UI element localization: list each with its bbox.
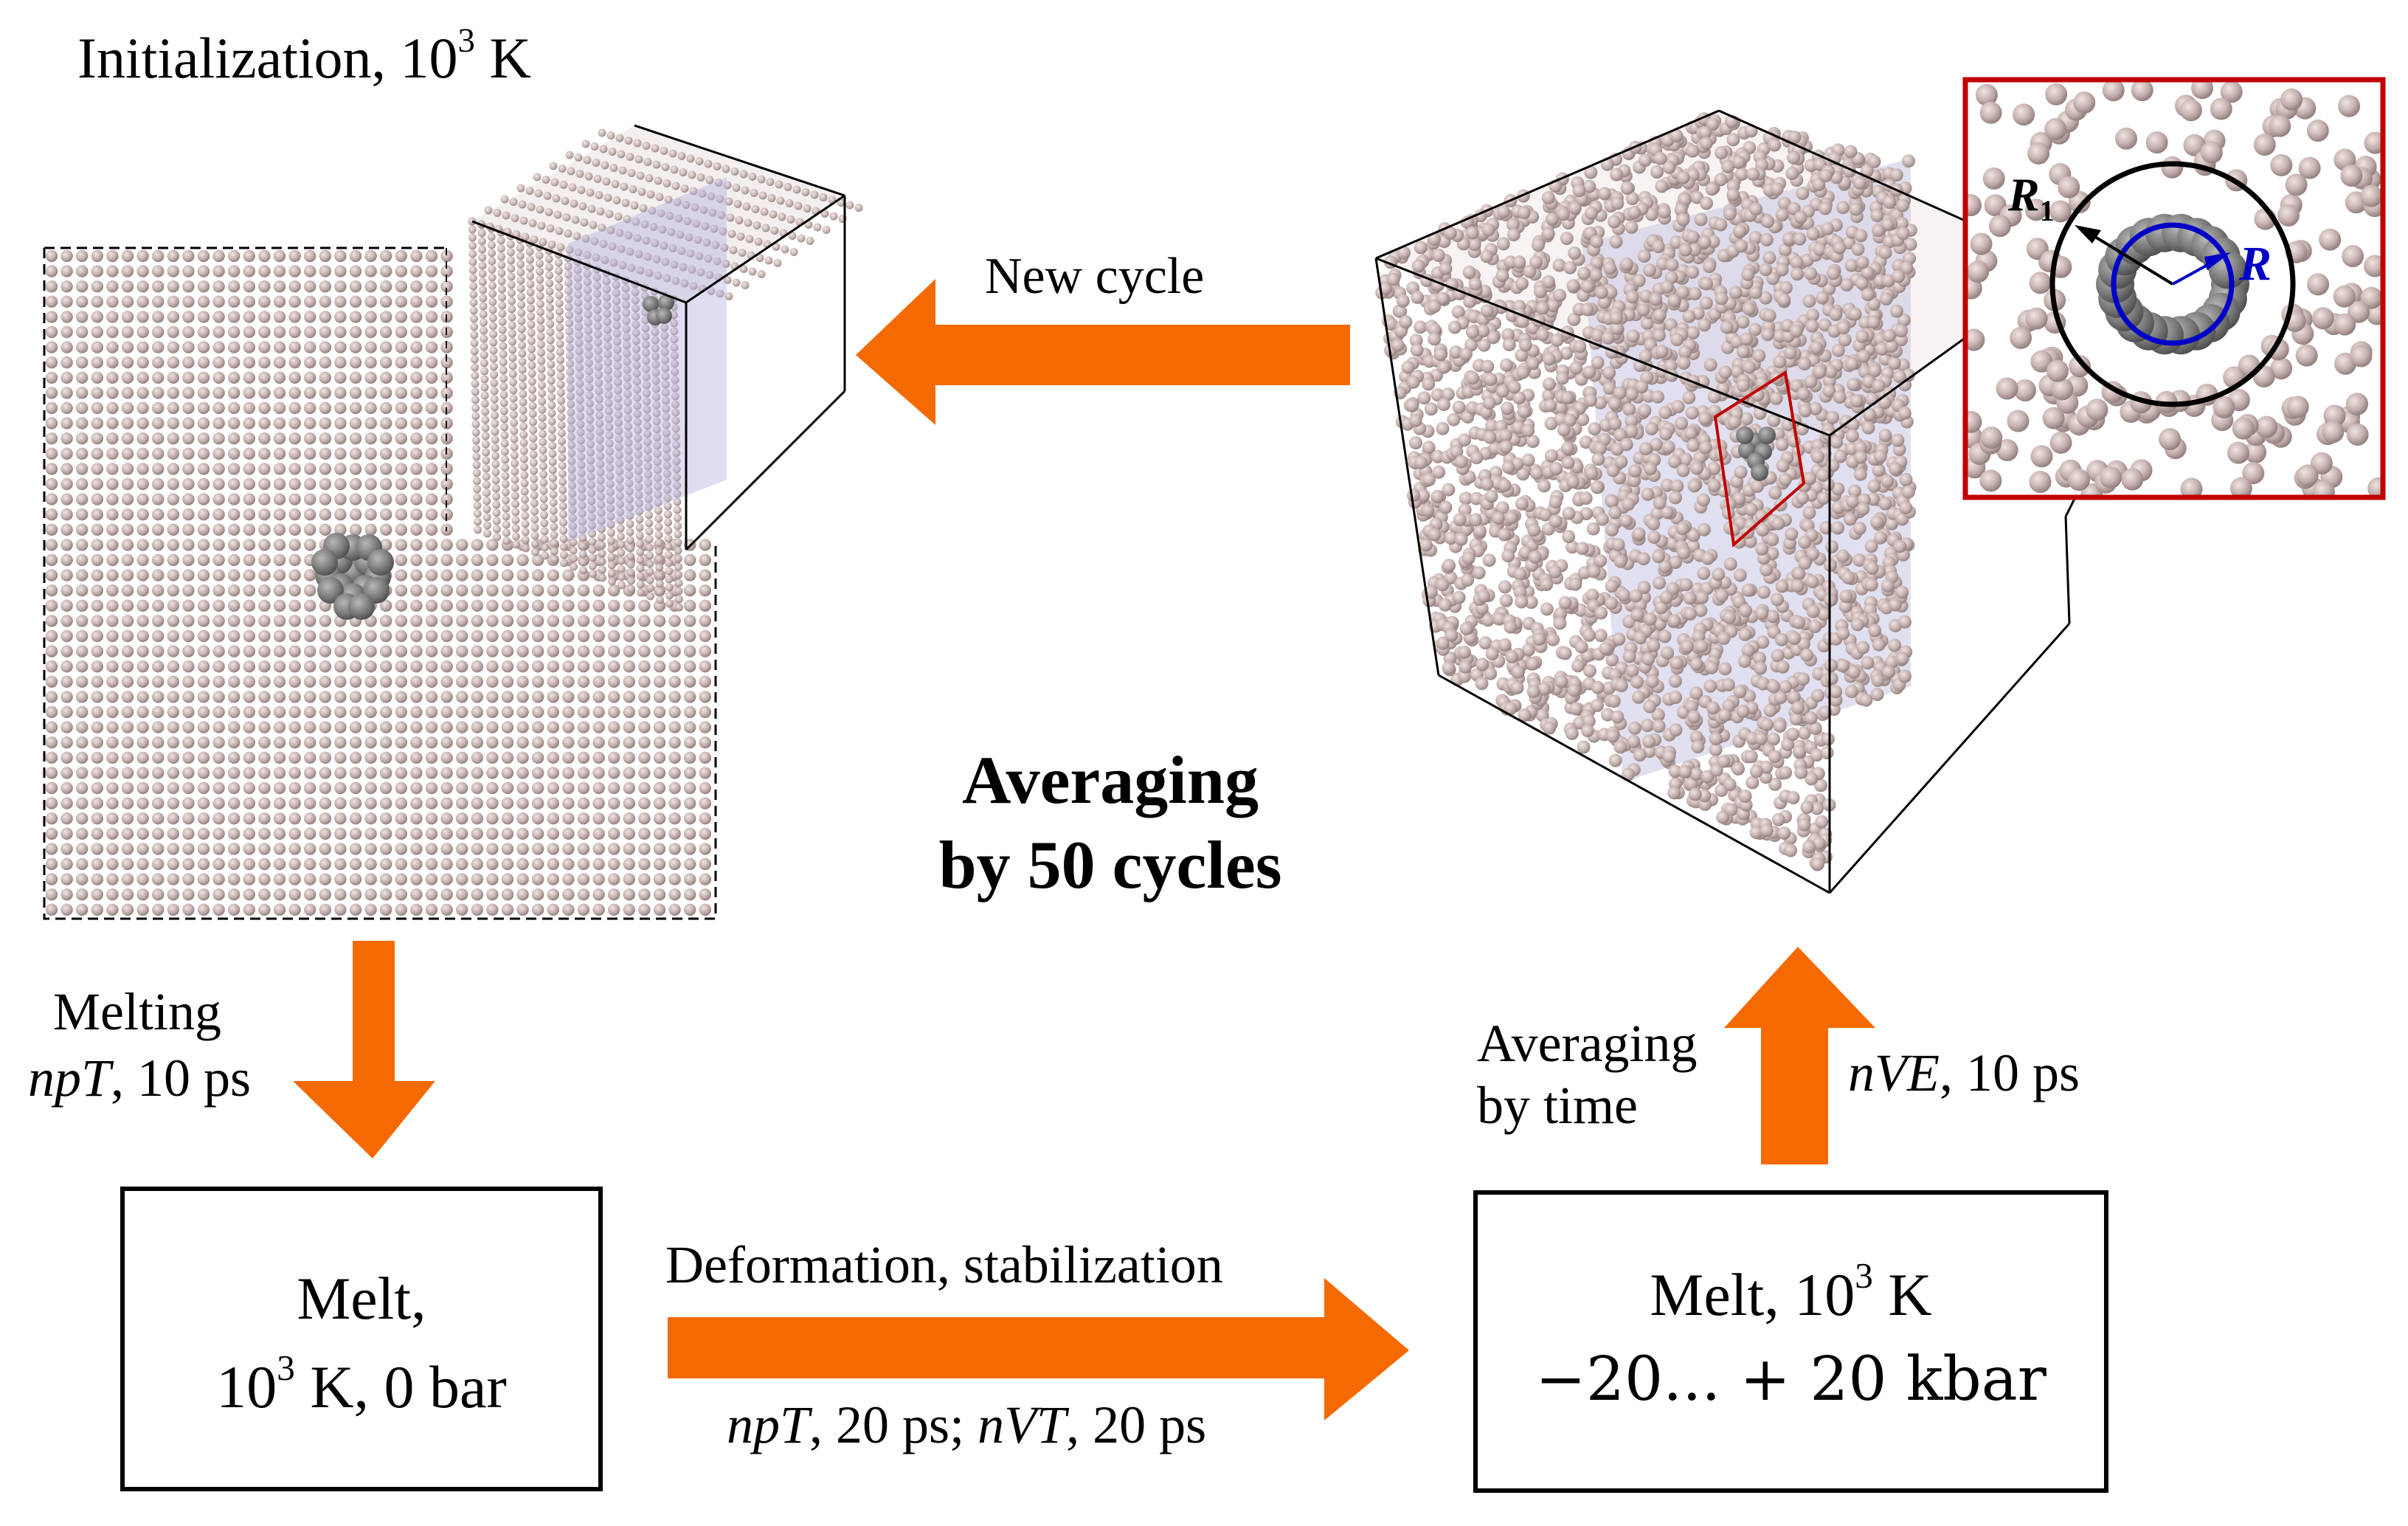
melting-title: Melting bbox=[53, 982, 221, 1041]
nve-conditions: nVE, 10 ps bbox=[1848, 1043, 2080, 1102]
initial-lattice bbox=[43, 246, 717, 920]
r1-label: R1 bbox=[2008, 168, 2055, 227]
final-cube-3d bbox=[1374, 109, 2086, 894]
averaging-cycles-label: Averaging by 50 cycles bbox=[885, 738, 1335, 908]
melt-final-box: Melt, 103 K −20... + 20 kbar bbox=[1473, 1190, 2108, 1493]
deformation-conditions: npT, 20 ps; nVT, 20 ps bbox=[727, 1395, 1207, 1454]
avg-time-line2: by time bbox=[1477, 1076, 1638, 1135]
averaging-cycles-line2: by 50 cycles bbox=[938, 827, 1282, 902]
radius-inset bbox=[1962, 77, 2386, 500]
arrow-new-cycle bbox=[856, 279, 1350, 425]
melting-conditions: npT, 10 ps bbox=[28, 1049, 252, 1108]
initial-cube-3d bbox=[468, 124, 863, 612]
melt-right-line2: −20... + 20 kbar bbox=[1535, 1344, 2047, 1415]
nanoparticle-cluster-initial bbox=[311, 533, 394, 620]
deformation-label: Deformation, stabilization bbox=[665, 1235, 1223, 1294]
averaging-cycles-line1: Averaging bbox=[961, 742, 1259, 818]
arrow-deformation bbox=[668, 1278, 1409, 1420]
r-label: R bbox=[2239, 237, 2272, 291]
arrow-averaging-time bbox=[1724, 947, 1875, 1164]
initialization-label: Initialization, 103 K bbox=[77, 21, 531, 90]
melt-right-line1: Melt, 103 K bbox=[1650, 1255, 1932, 1328]
avg-time-line1: Averaging bbox=[1477, 1014, 1698, 1073]
melt-left-line1: Melt, bbox=[297, 1265, 426, 1332]
arrow-melting bbox=[293, 941, 435, 1159]
new-cycle-label: New cycle bbox=[985, 248, 1205, 305]
melt-initial-box: Melt, 103 K, 0 bar bbox=[120, 1187, 603, 1491]
melt-left-line2: 103 K, 0 bar bbox=[216, 1347, 507, 1420]
